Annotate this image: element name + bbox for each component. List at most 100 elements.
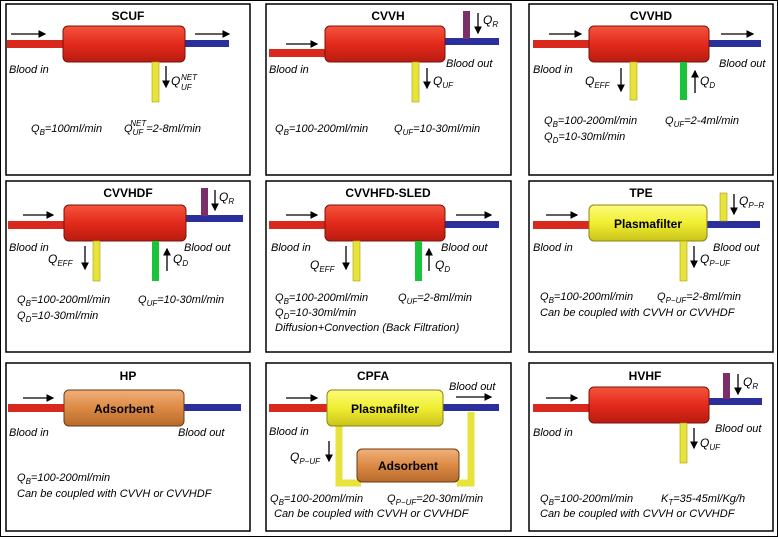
quf-symbol: QUF — [700, 436, 721, 452]
qr-symbol: QR — [743, 375, 758, 391]
panel-hvhf: HVHF QR Blood in Blood out QUF QB=100-20… — [528, 362, 774, 532]
qd-symbol: QD — [173, 252, 188, 268]
clearance-params: KT=35-45ml/Kg/h — [661, 493, 745, 507]
blood-out-label: Blood out — [449, 381, 496, 393]
dialysate-line — [415, 241, 422, 281]
dialysate-params: QD=10-30ml/min — [544, 131, 625, 145]
dialysate-params: QD=10-30ml/min — [17, 310, 98, 324]
plasma-replacement-line — [719, 192, 728, 222]
panel-cvvhfd-sled: CVVHFD-SLED Blood in Blood out QEFF QD Q… — [265, 180, 512, 353]
blood-out-label: Blood out — [719, 58, 766, 70]
hemofilter — [324, 204, 446, 242]
blood-out-label: Blood out — [441, 242, 488, 254]
qeff-symbol: QEFF — [585, 74, 611, 90]
flow-params: QB=100ml/min — [31, 123, 102, 137]
panel-scuf: SCUF Blood in Q NET UF QB=100ml/min QUFN… — [5, 3, 251, 176]
plasmafilter-label: Plasmafilter — [614, 217, 682, 231]
dialysate-line — [152, 241, 159, 281]
effluent-line — [679, 422, 688, 464]
panel-title: SCUF — [112, 9, 145, 23]
flow-params: QB=100-200ml/min — [17, 294, 110, 308]
blood-out-line — [441, 38, 499, 45]
blood-out-line — [181, 40, 229, 47]
hemofilter — [63, 204, 187, 242]
blood-out-label: Blood out — [178, 427, 225, 439]
blood-in-label: Blood in — [271, 242, 311, 254]
replacement-line — [201, 188, 208, 216]
dialysate-line — [680, 62, 687, 100]
blood-in-label: Blood in — [269, 426, 309, 438]
blood-in-label: Blood in — [533, 242, 573, 254]
qeff-symbol: QEFF — [48, 252, 74, 268]
blood-out-label: Blood out — [715, 423, 762, 435]
plasmafilter — [326, 389, 444, 427]
blood-in-line — [533, 221, 591, 229]
quf-symbol: QUF — [433, 74, 454, 90]
flow-params: QB=100-200ml/min — [275, 292, 368, 306]
blood-in-line — [269, 221, 327, 229]
blood-in-line — [7, 40, 65, 48]
coupling-note: Can be coupled with CVVH or CVVHDF — [274, 508, 470, 520]
hemofilter — [588, 386, 710, 424]
flow-params: QB=100-200ml/min — [540, 291, 633, 305]
blood-in-label: Blood in — [533, 64, 573, 76]
panel-title: TPE — [629, 186, 652, 200]
replacement-line — [463, 11, 470, 39]
effluent-line — [352, 240, 361, 282]
plasmafilter — [588, 204, 708, 242]
blood-out-line — [441, 404, 499, 411]
qpuf-symbol: QP−UF — [290, 450, 321, 466]
blood-in-line — [8, 221, 66, 229]
plasma-uf-params: QP−UF=2-8ml/min — [657, 291, 741, 305]
effluent-line — [411, 61, 420, 103]
panel-cvvhdf: CVVHDF QR Blood in Blood out QEFF QD QB=… — [5, 180, 251, 353]
blood-in-label: Blood in — [9, 64, 49, 76]
qeff-symbol: QEFF — [310, 258, 336, 274]
coupling-note: Can be coupled with CVVH or CVVHDF — [540, 307, 736, 319]
qpr-symbol: QP−R — [739, 194, 764, 210]
plasmafilter-label: Plasmafilter — [351, 402, 419, 416]
blood-out-line — [704, 221, 760, 228]
blood-in-line — [8, 404, 66, 412]
blood-out-line — [183, 215, 243, 222]
uf-net-sub: UF — [181, 83, 193, 92]
panel-title: CPFA — [357, 369, 389, 383]
flow-params: QB=100-200ml/min — [540, 493, 633, 507]
coupling-note: Can be coupled with CVVH or CVVHDF — [540, 508, 736, 520]
effluent-line — [92, 240, 101, 282]
plasma-to-adsorbent-line — [335, 425, 361, 487]
adsorbent-label: Adsorbent — [378, 459, 438, 473]
panel-border — [5, 362, 251, 532]
effluent-line — [151, 61, 160, 103]
uf-params: QUF=2-4ml/min — [665, 115, 739, 129]
uf-net-sup: NET — [181, 73, 198, 82]
coupling-note: Can be coupled with CVVH or CVVHDF — [17, 488, 213, 500]
panel-hp: HP Adsorbent Blood in Blood out QB=100-2… — [5, 362, 251, 532]
qd-symbol: QD — [700, 74, 715, 90]
blood-in-line — [269, 49, 327, 57]
blood-out-label: Blood out — [184, 242, 231, 254]
blood-out-line — [441, 221, 499, 228]
plasma-uf-params: QP−UF=20-30ml/min — [387, 493, 483, 507]
uf-params: QUF=10-30ml/min — [138, 294, 224, 308]
adsorbent-cartridge — [63, 389, 185, 427]
qpuf-symbol: QP−UF — [700, 252, 731, 268]
blood-out-line — [706, 398, 762, 405]
blood-in-line — [533, 40, 591, 48]
flow-params: QB=100-200ml/min — [275, 123, 368, 137]
flow-params: QB=100-200ml/min — [17, 472, 110, 486]
flow-params: QB=100-200ml/min — [270, 493, 363, 507]
blood-in-line — [269, 404, 327, 412]
panel-cvvh: CVVH QR Blood in Blood out QUF QB=100-20… — [265, 3, 512, 176]
blood-in-label: Blood in — [9, 242, 49, 254]
blood-in-line — [533, 404, 591, 412]
blood-in-label: Blood in — [9, 427, 49, 439]
uf-params: QUF=10-30ml/min — [394, 123, 480, 137]
blood-out-label: Blood out — [446, 58, 493, 70]
effluent-line — [629, 61, 638, 101]
uf-net-params: QUFNET=2-8ml/min — [124, 119, 201, 137]
blood-in-label: Blood in — [533, 427, 573, 439]
panel-cpfa: CPFA Blood out Plasmafilter Adsorbent Bl… — [265, 362, 512, 532]
